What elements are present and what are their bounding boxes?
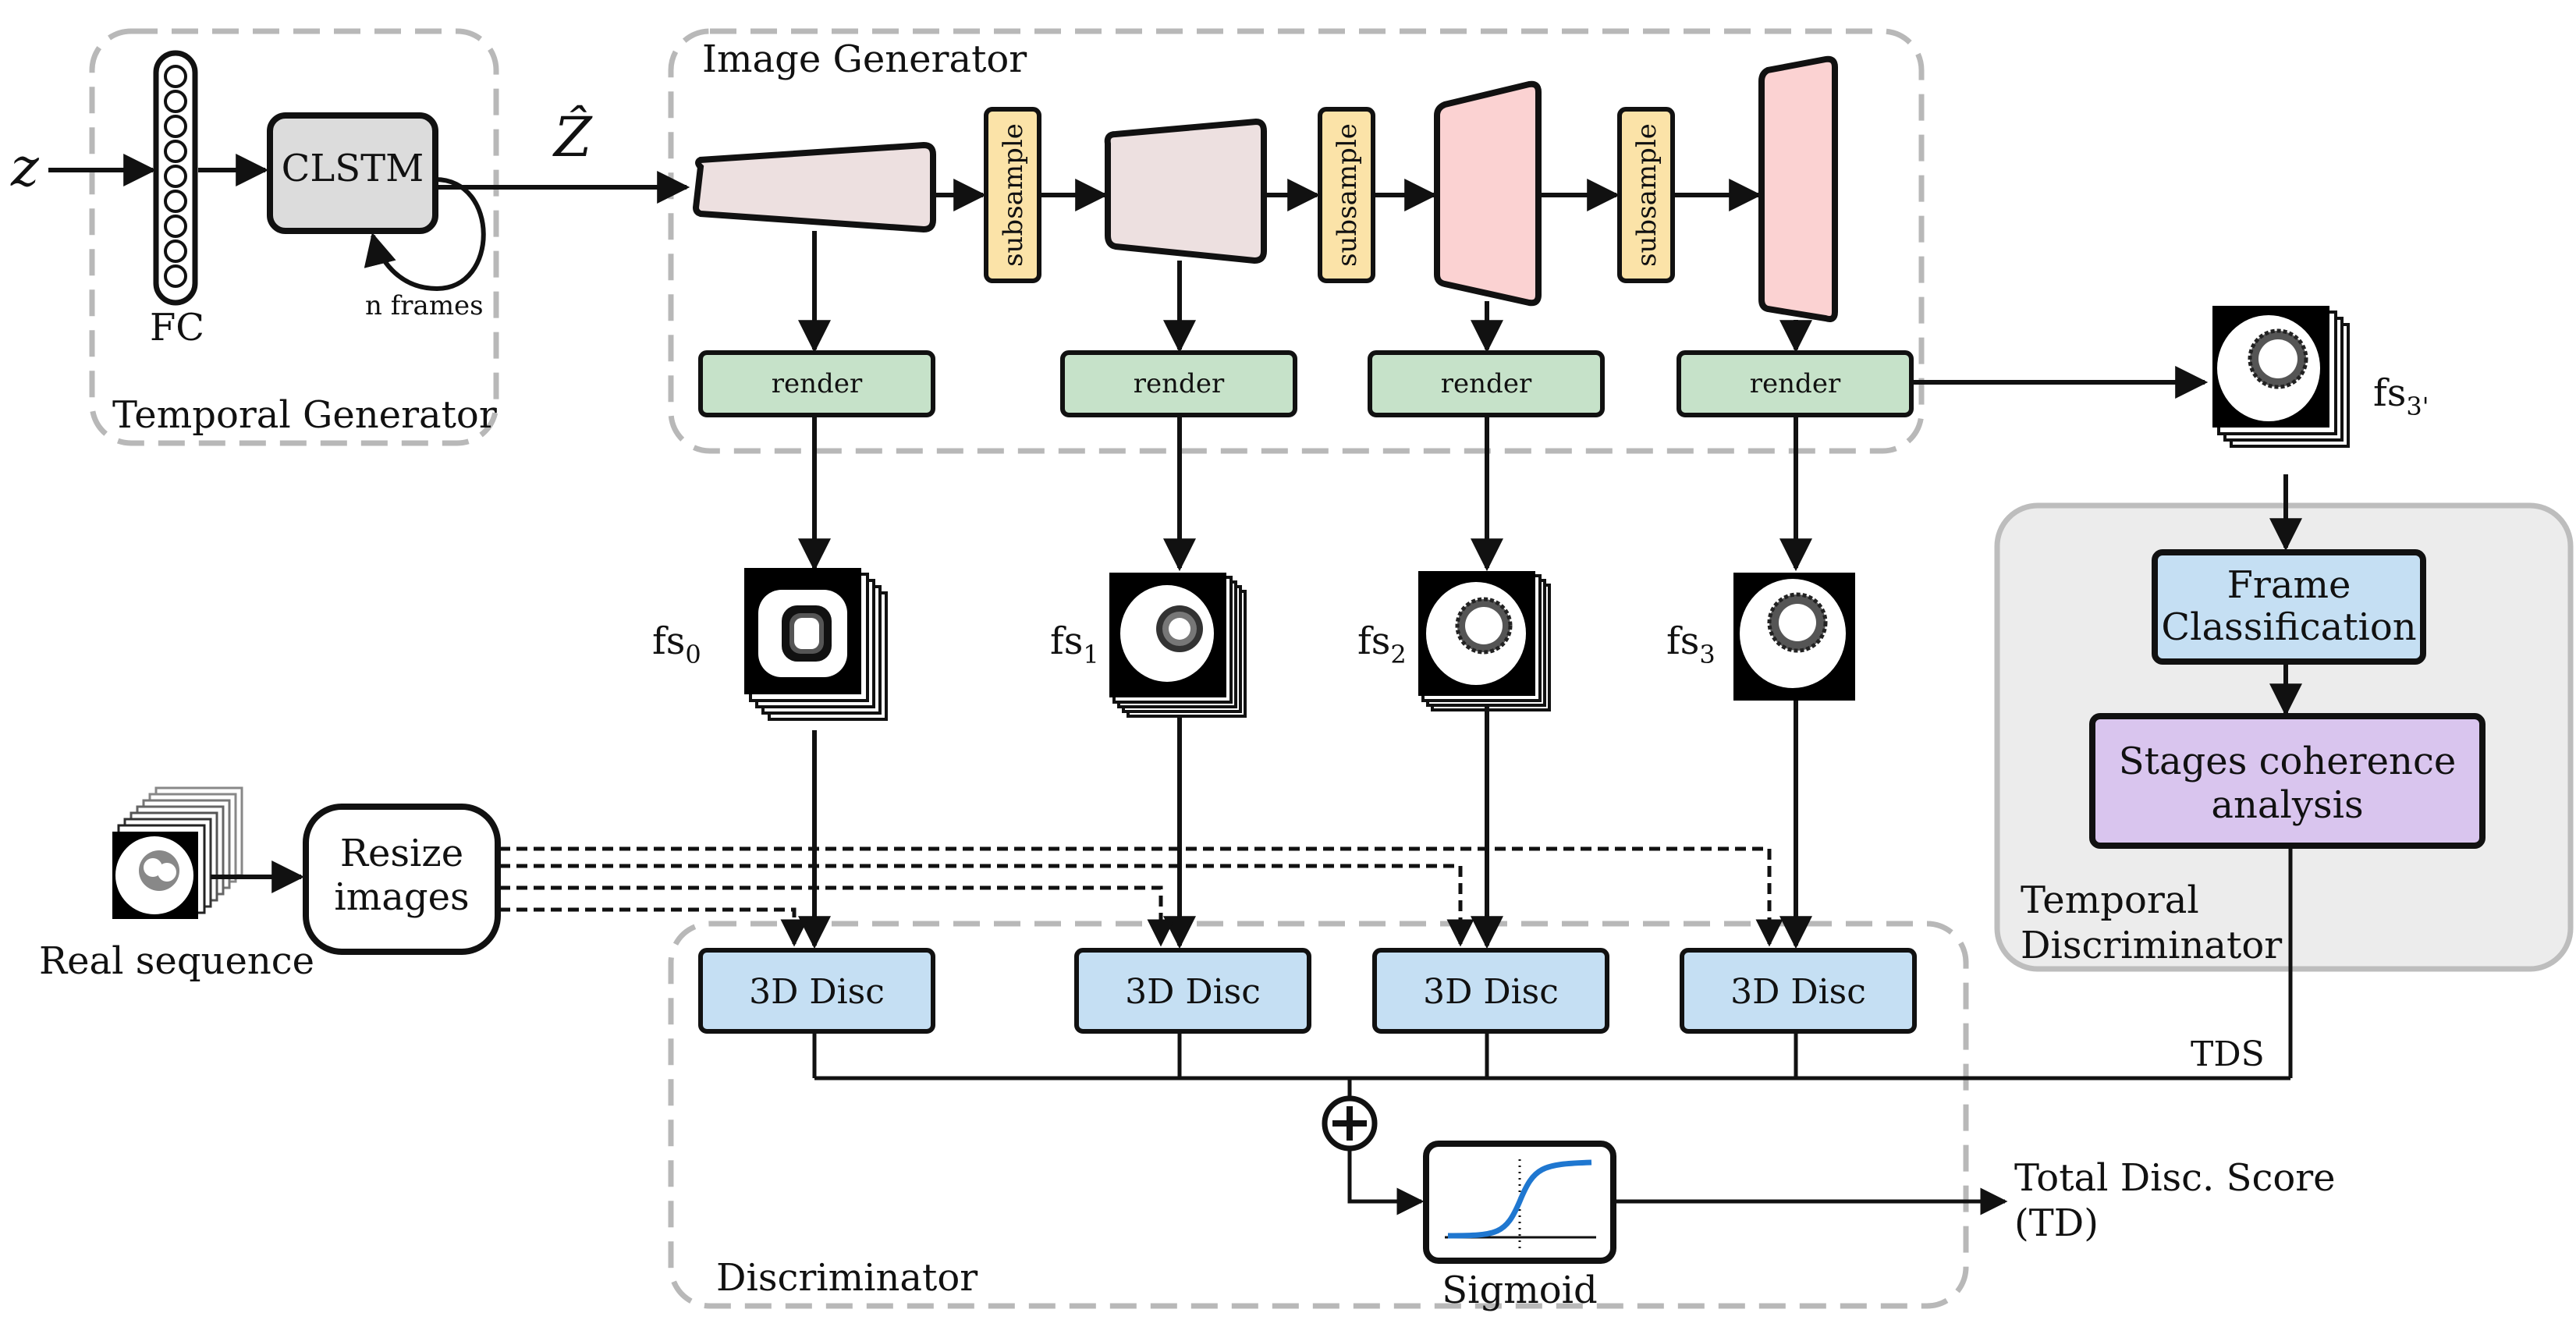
- real-sequence-stack: [112, 786, 243, 919]
- zhat-label: Ẑ: [552, 105, 593, 169]
- generator-block-1: [1104, 118, 1267, 264]
- tds-label: TDS: [2191, 1034, 2265, 1074]
- svg-text:Frame: Frame: [2227, 563, 2351, 607]
- svg-text:3D Disc: 3D Disc: [1423, 972, 1559, 1012]
- fs1-label: fs1: [1050, 619, 1099, 669]
- temporal-generator-box: [89, 28, 499, 446]
- stages-coherence-block: Stages coherence analysis: [2089, 713, 2486, 849]
- svg-text:render: render: [1750, 368, 1841, 399]
- svg-text:analysis: analysis: [2211, 783, 2363, 827]
- resize-line2: images: [334, 875, 469, 919]
- render-block-0: render: [698, 350, 935, 417]
- image-generator-title: Image Generator: [702, 37, 1027, 81]
- svg-text:subsample: subsample: [1332, 123, 1363, 267]
- fs3-label: fs3: [1666, 619, 1716, 669]
- svg-text:subsample: subsample: [998, 123, 1029, 267]
- total-score-line2: (TD): [2014, 1201, 2099, 1245]
- svg-text:render: render: [772, 368, 863, 399]
- fs0-label: fs0: [652, 619, 701, 669]
- svg-text:render: render: [1134, 368, 1225, 399]
- subsample-block-1: subsample: [984, 107, 1041, 283]
- temporal-discriminator-title-2: Discriminator: [2021, 924, 2282, 967]
- total-score-line1: Total Disc. Score: [2014, 1156, 2336, 1200]
- sigmoid-label: Sigmoid: [1442, 1269, 1597, 1312]
- resize-line1: Resize: [340, 832, 463, 875]
- discriminator-title: Discriminator: [716, 1256, 978, 1300]
- discriminator-box: [668, 921, 1969, 1309]
- disc-block-0: 3D Disc: [698, 948, 935, 1034]
- disc-block-1: 3D Disc: [1074, 948, 1311, 1034]
- subsample-block-3: subsample: [1617, 107, 1675, 283]
- disc-block-3: 3D Disc: [1680, 948, 1917, 1034]
- fs3-image: [1733, 573, 1855, 701]
- loop-label: n frames: [365, 290, 484, 321]
- subsample-block-2: subsample: [1318, 107, 1375, 283]
- svg-text:3D Disc: 3D Disc: [1125, 972, 1261, 1012]
- real-sequence-label: Real sequence: [39, 939, 314, 983]
- fs3p-image-stack: [2212, 306, 2350, 448]
- sigmoid-block: [1423, 1141, 1616, 1264]
- z-input-label: z: [10, 137, 40, 199]
- generator-block-2: [1434, 80, 1542, 307]
- render-block-2: render: [1368, 350, 1605, 417]
- temporal-discriminator-title-1: Temporal: [2021, 878, 2199, 922]
- fc-label: FC: [150, 306, 204, 350]
- sum-node: [1322, 1095, 1378, 1151]
- clstm-label: CLSTM: [282, 147, 424, 190]
- clstm-loop: [364, 177, 486, 292]
- render-block-3: render: [1677, 350, 1914, 417]
- fs0-image-stack: [744, 568, 888, 721]
- svg-text:3D Disc: 3D Disc: [1730, 972, 1866, 1012]
- fs2-image-stack: [1418, 571, 1551, 711]
- svg-text:Classification: Classification: [2161, 605, 2416, 649]
- generator-block-3: [1758, 55, 1838, 322]
- fs2-label: fs2: [1357, 619, 1407, 669]
- svg-text:Stages coherence: Stages coherence: [2119, 740, 2456, 783]
- clstm-block: [267, 112, 438, 234]
- resize-images-block: [303, 804, 501, 955]
- fs3p-label: fs3': [2373, 371, 2429, 421]
- fs1-image-stack: [1109, 573, 1247, 718]
- render-block-1: render: [1060, 350, 1297, 417]
- generator-block-0: [692, 141, 936, 233]
- svg-text:render: render: [1441, 368, 1532, 399]
- image-generator-box: [668, 28, 1925, 454]
- temporal-generator-title: Temporal Generator: [112, 393, 497, 437]
- svg-text:subsample: subsample: [1631, 123, 1662, 267]
- fc-neurons: [164, 65, 187, 288]
- disc-block-2: 3D Disc: [1372, 948, 1609, 1034]
- svg-text:3D Disc: 3D Disc: [749, 972, 885, 1012]
- frame-classification-block: Frame Classification: [2152, 549, 2426, 665]
